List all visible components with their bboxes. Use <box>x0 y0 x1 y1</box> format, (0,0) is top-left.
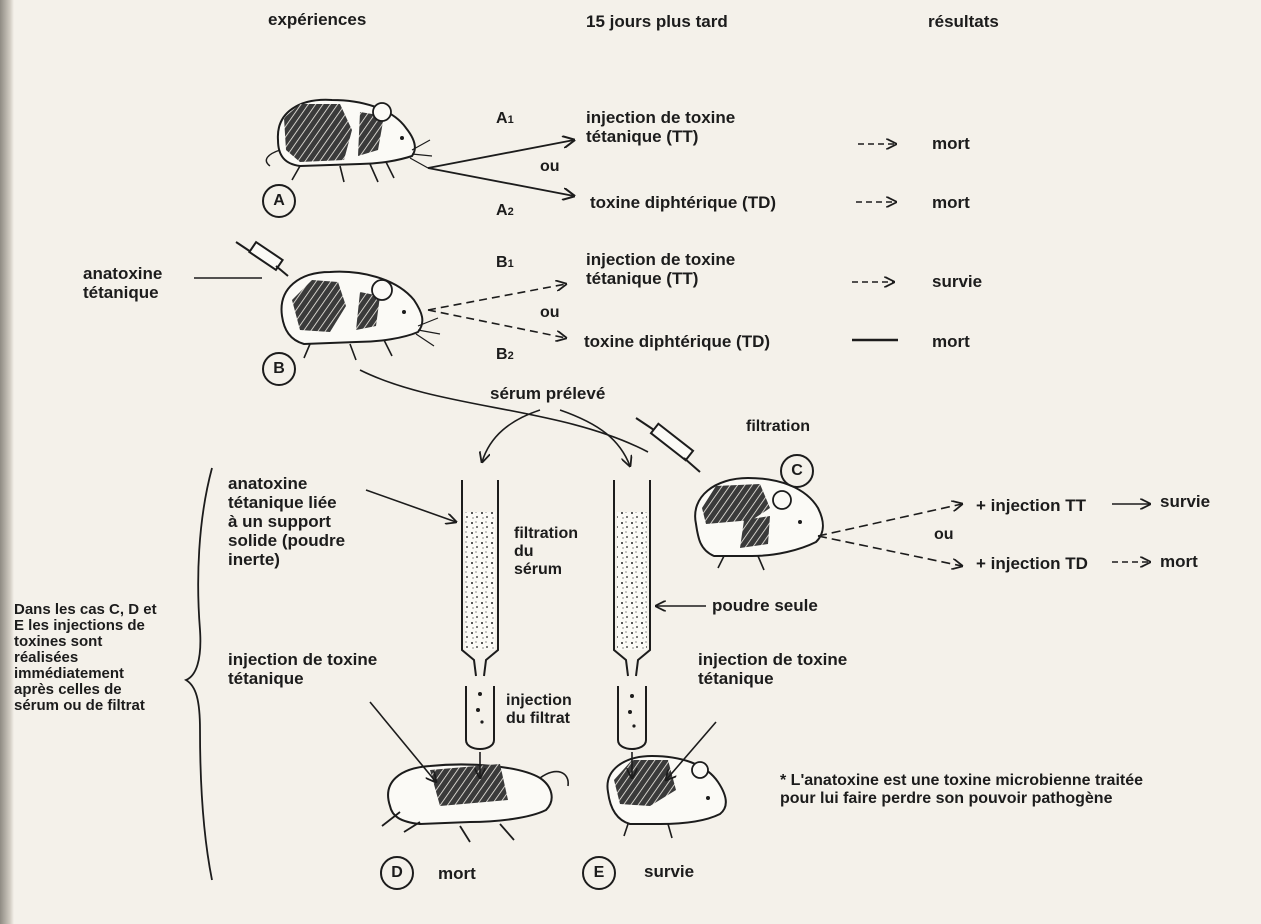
injection-a1: injection de toxine tétanique (TT) <box>586 108 735 146</box>
side-note: Dans les cas C, D et E les injections de… <box>14 602 157 714</box>
injection-c1: + injection TT <box>976 496 1086 515</box>
label-injection-right: injection de toxine tétanique <box>698 650 847 688</box>
injection-b1: injection de toxine tétanique (TT) <box>586 250 735 288</box>
mouse-label-e: E <box>582 856 616 890</box>
result-e: survie <box>644 862 694 881</box>
label-anatoxine: anatoxine tétanique <box>83 264 162 302</box>
label-filtration-serum: filtration du sérum <box>514 525 578 579</box>
mouse-label-d: D <box>380 856 414 890</box>
result-c1: survie <box>1160 492 1210 511</box>
branch-label-b-ou: ou <box>540 304 560 322</box>
result-a1: mort <box>932 134 970 153</box>
injection-a2: toxine diphtérique (TD) <box>590 193 776 212</box>
branch-label-a1: A1 <box>496 110 514 129</box>
header-results: résultats <box>928 12 999 31</box>
mouse-d-drawing <box>382 764 568 842</box>
result-a2: mort <box>932 193 970 212</box>
mouse-b-drawing <box>282 272 440 360</box>
mouse-label-b: B <box>262 352 296 386</box>
result-c2: mort <box>1160 552 1198 571</box>
mouse-e-drawing <box>607 756 725 838</box>
filter-column-right <box>614 480 650 749</box>
result-b2: mort <box>932 332 970 351</box>
mouse-label-c: C <box>780 454 814 488</box>
label-serum: sérum prélevé <box>490 384 605 403</box>
label-anatoxine-support: anatoxine tétanique liée à un support so… <box>228 474 345 569</box>
branch-label-a-ou: ou <box>540 158 560 176</box>
branch-label-a2: A2 <box>496 202 514 221</box>
header-later: 15 jours plus tard <box>586 12 728 31</box>
result-d: mort <box>438 864 476 883</box>
label-filtration: filtration <box>746 418 810 436</box>
branch-label-c-ou: ou <box>934 526 954 544</box>
branch-label-b2: B2 <box>496 346 514 365</box>
side-bracket <box>186 468 212 880</box>
branch-label-b1: B1 <box>496 254 514 273</box>
mouse-a-drawing <box>266 100 432 182</box>
injection-c2: + injection TD <box>976 554 1088 573</box>
label-injection-left: injection de toxine tétanique <box>228 650 377 688</box>
filter-column-left <box>462 480 498 749</box>
result-b1: survie <box>932 272 982 291</box>
mouse-label-a: A <box>262 184 296 218</box>
syringe-c-icon <box>636 418 700 472</box>
header-experiences: expériences <box>268 10 366 29</box>
footnote: * L'anatoxine est une toxine microbienne… <box>780 772 1143 808</box>
syringe-b-icon <box>236 242 288 276</box>
injection-b2: toxine diphtérique (TD) <box>584 332 770 351</box>
label-injection-filtrat: injection du filtrat <box>506 692 572 728</box>
label-poudre: poudre seule <box>712 596 818 615</box>
mouse-c-drawing <box>695 478 823 570</box>
result-arrows <box>852 144 898 340</box>
